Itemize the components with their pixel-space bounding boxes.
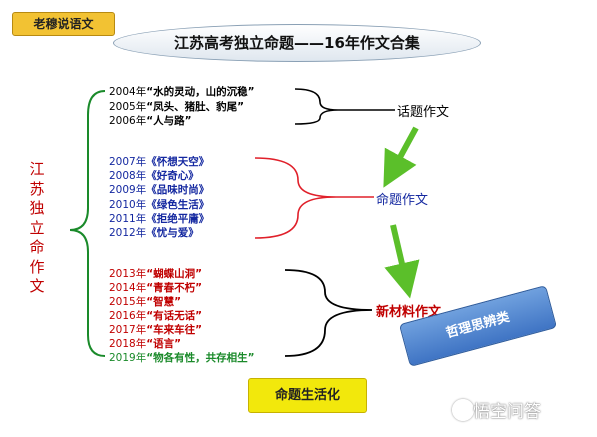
group1-brace bbox=[294, 88, 339, 125]
list-item: 2015年“智慧” bbox=[109, 296, 182, 308]
list-item: 2019年“物各有性，共存相生” bbox=[109, 352, 255, 364]
list-item: 2018年“语言” bbox=[109, 338, 182, 350]
list-item: 2011年《拒绝平庸》 bbox=[109, 213, 210, 225]
group3-brace bbox=[284, 269, 373, 357]
list-item: 2004年“水的灵动，山的沉稳” bbox=[109, 86, 255, 98]
list-item: 2005年“凤头、猪肚、豹尾” bbox=[109, 101, 245, 113]
author-tag: 老穆说语文 bbox=[12, 12, 115, 36]
arrow-1 bbox=[383, 126, 419, 188]
group2-brace bbox=[254, 157, 337, 239]
watermark: 悟空问答 bbox=[473, 402, 541, 422]
list-item: 2010年《绿色生活》 bbox=[109, 199, 210, 211]
list-item: 2008年《好奇心》 bbox=[109, 170, 199, 182]
watermark-logo-icon bbox=[452, 399, 474, 421]
list-item: 2014年“青春不朽” bbox=[109, 282, 203, 294]
group1-label: 话题作文 bbox=[397, 105, 450, 120]
list-item: 2016年“有话无话” bbox=[109, 310, 203, 322]
list-item: 2006年“人与路” bbox=[109, 115, 192, 127]
list-item: 2009年《品味时尚》 bbox=[109, 184, 210, 196]
category-box-life: 命题生活化 bbox=[248, 378, 367, 413]
list-item: 2013年“蝴蝶山洞” bbox=[109, 268, 203, 280]
vertical-title: 江 苏 独 立 命 作 文 bbox=[29, 160, 45, 295]
list-item: 2007年《怀想天空》 bbox=[109, 156, 210, 168]
list-item: 2017年“车来车往” bbox=[109, 324, 203, 336]
group2-label: 命题作文 bbox=[376, 193, 429, 208]
page-title: 江苏高考独立命题——16年作文合集 bbox=[113, 24, 481, 62]
arrow-2 bbox=[384, 224, 420, 299]
main-brace bbox=[69, 90, 106, 357]
list-item: 2012年《忧与爱》 bbox=[109, 227, 199, 239]
